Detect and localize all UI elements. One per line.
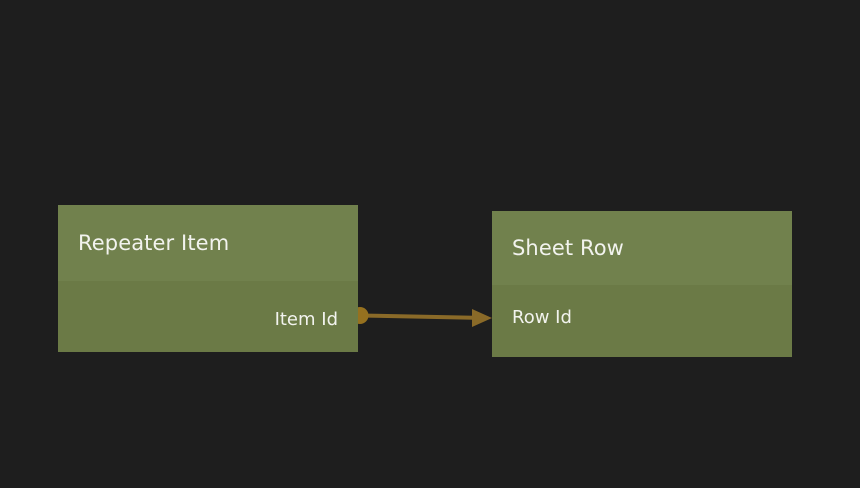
entity-body-sheet-row: Row Id bbox=[492, 285, 792, 357]
entity-node-sheet-row[interactable]: Sheet Row Row Id bbox=[492, 211, 792, 357]
entity-field-label: Item Id bbox=[274, 309, 338, 330]
entity-title: Repeater Item bbox=[78, 230, 230, 255]
entity-body-repeater-item: Item Id bbox=[58, 281, 358, 352]
entity-header-sheet-row: Sheet Row bbox=[492, 211, 792, 285]
entity-node-repeater-item[interactable]: Repeater Item Item Id bbox=[58, 205, 358, 352]
edge-item-id-to-row-id[interactable] bbox=[351, 307, 493, 327]
entity-header-repeater-item: Repeater Item bbox=[58, 205, 358, 281]
edge-line bbox=[359, 313, 487, 320]
entity-title: Sheet Row bbox=[512, 235, 624, 260]
entity-field-row-id[interactable]: Row Id bbox=[492, 297, 792, 339]
entity-field-item-id[interactable]: Item Id bbox=[58, 299, 358, 341]
edge-target-arrow-marker bbox=[472, 309, 492, 327]
entity-field-label: Row Id bbox=[512, 307, 572, 328]
